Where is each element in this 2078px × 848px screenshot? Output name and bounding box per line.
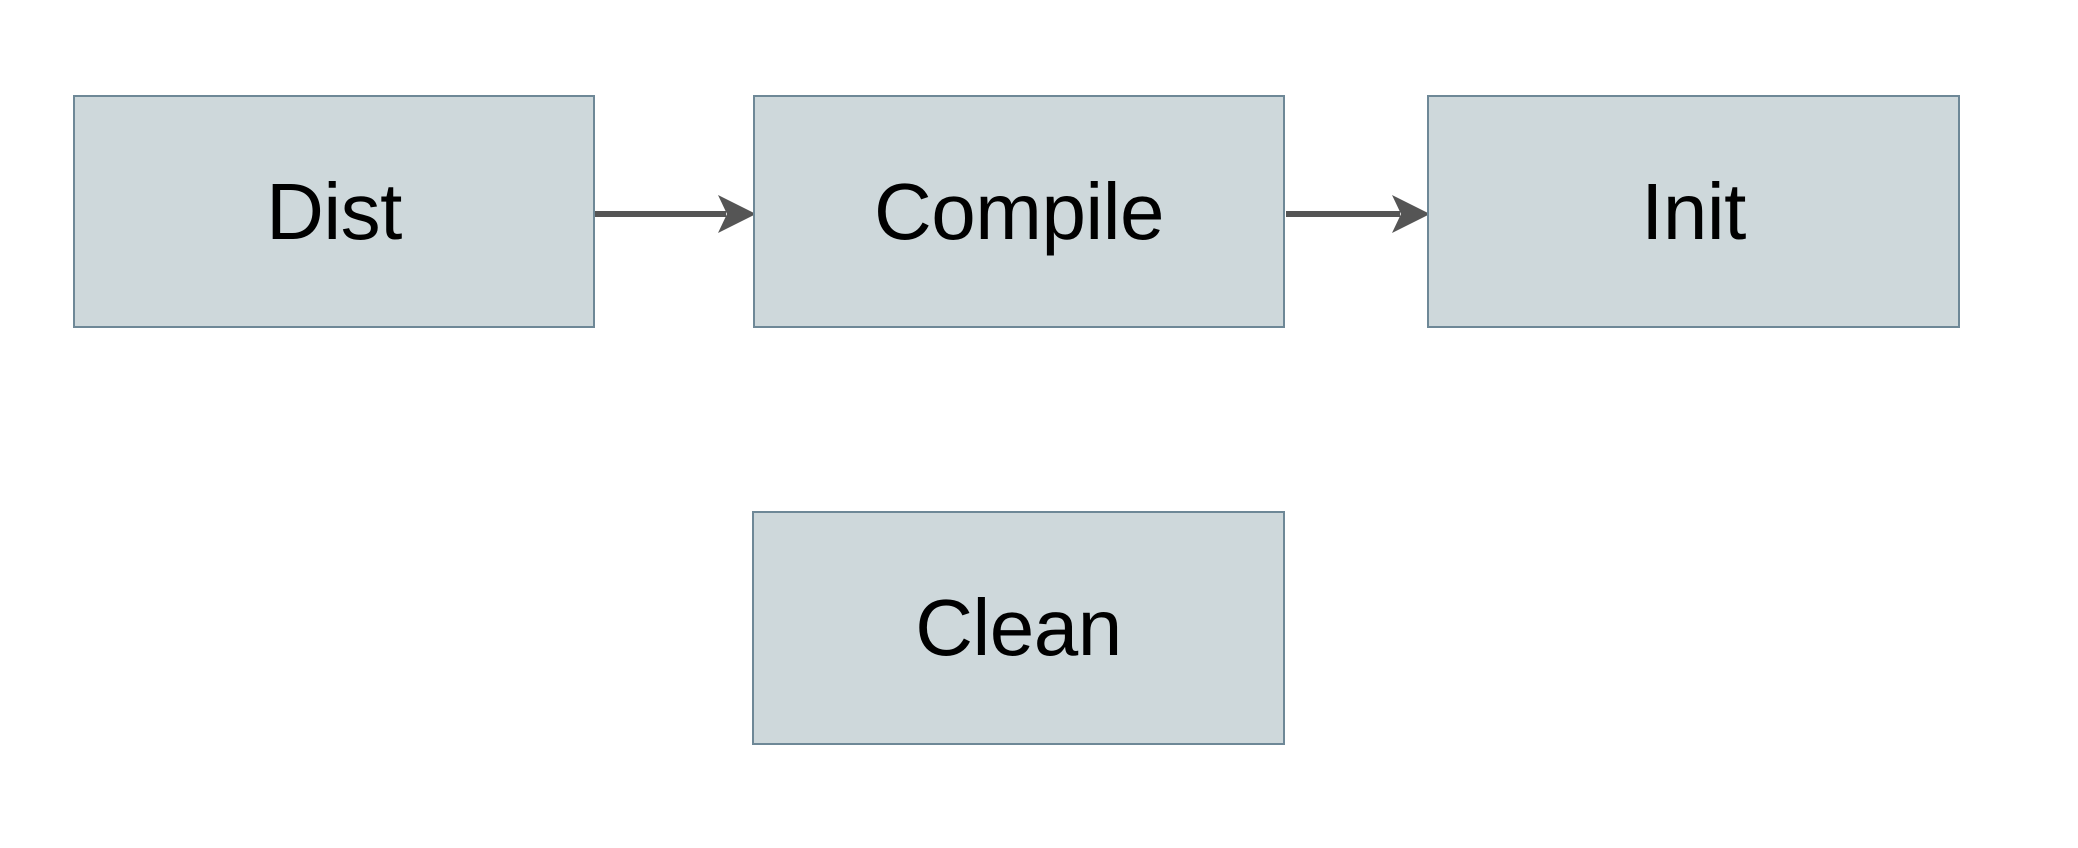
edge-compile-to-init[interactable] <box>1282 183 1432 245</box>
edge-dist-to-compile[interactable] <box>590 183 758 245</box>
arrowhead-icon <box>1392 195 1430 233</box>
node-dist[interactable]: Dist <box>73 95 595 328</box>
node-clean[interactable]: Clean <box>752 511 1285 745</box>
node-init-label: Init <box>1641 166 1746 256</box>
node-clean-label: Clean <box>915 583 1122 672</box>
node-compile-label: Compile <box>874 166 1164 256</box>
arrowhead-icon <box>718 195 756 233</box>
node-init[interactable]: Init <box>1427 95 1960 328</box>
node-dist-label: Dist <box>266 166 402 256</box>
node-compile[interactable]: Compile <box>753 95 1285 328</box>
